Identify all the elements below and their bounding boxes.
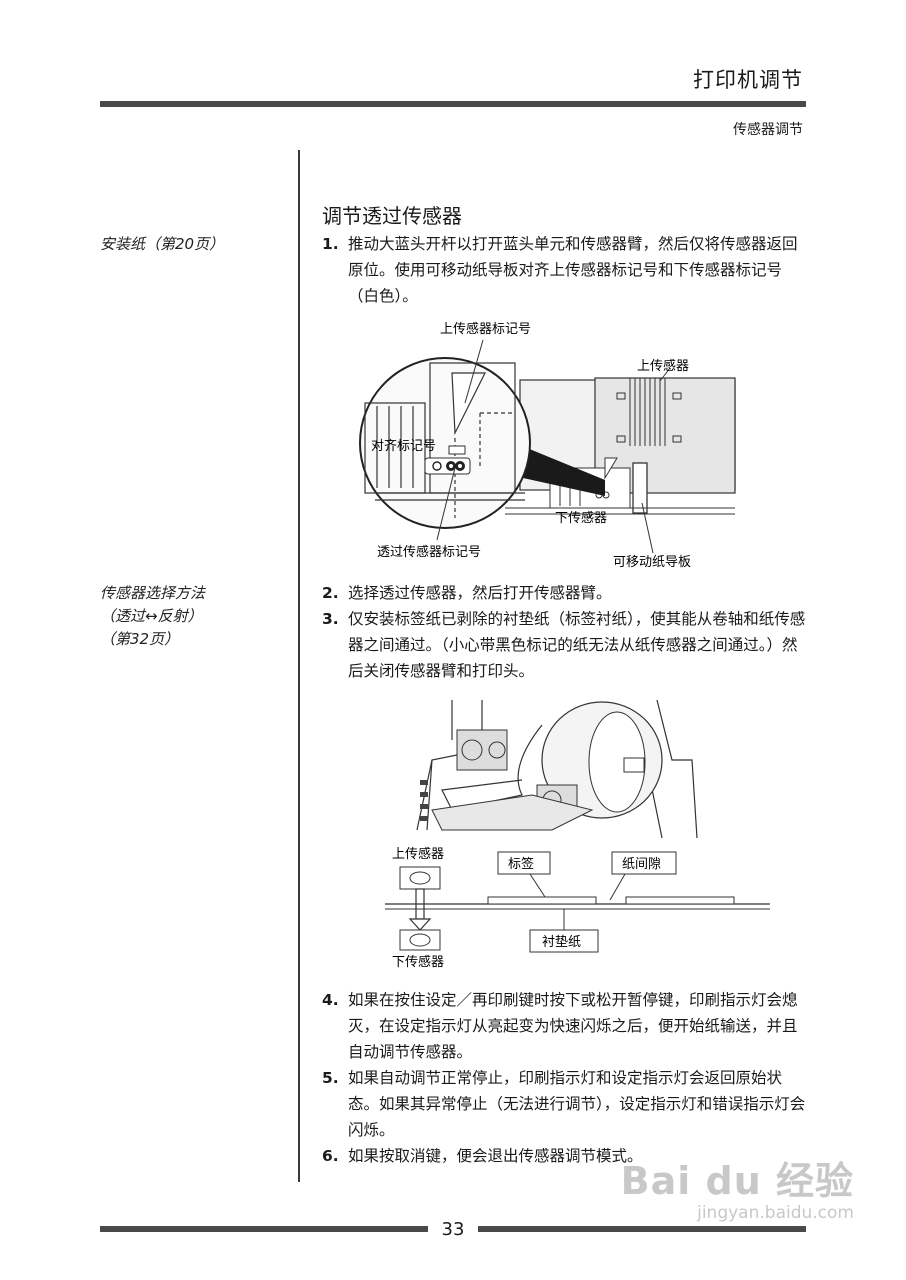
label-paper-gap: 纸间隙 [622,857,661,872]
step-text: 如果按取消键，便会退出传感器调节模式。 [348,1147,643,1165]
label-lower-sensor: 下传感器 [392,954,444,970]
step-text: 如果在按住设定／再印刷键时按下或松开暂停键，印刷指示灯会熄灭，在设定指示灯从亮起… [348,991,798,1061]
section-title: 传感器调节 [733,122,803,138]
label-gap-diagram: 上传感器 下传感器 标签 纸间隙 衬垫纸 [385,846,770,970]
step-number: 5. [322,1069,339,1087]
label-upper-sensor: 上传感器 [392,846,444,862]
step-text: 推动大蓝头开杆以打开蓝头单元和传感器臂，然后仅将传感器返回原位。使用可移动纸导板… [348,235,798,305]
sidebar-note-line: 传感器选择方法 [100,584,206,602]
step-number: 4. [322,991,339,1009]
label-movable-paper-guide: 可移动纸导板 [613,555,691,570]
label-label: 标签 [508,856,534,872]
sidebar-note-sensor-select: 传感器选择方法 （透过↔反射） （第32页） [100,582,205,651]
step-3: 3. 仅安装标签纸已剥除的衬垫纸（标签衬纸），使其能从卷轴和纸传感器之间通过。（… [322,606,808,684]
chapter-title: 打印机调节 [693,68,803,92]
printer-liner-figure [412,700,702,838]
step-2: 2. 选择透过传感器，然后打开传感器臂。 [322,580,808,606]
sidebar-note-line: （第32页） [100,630,180,648]
label-transmission-sensor-mark: 透过传感器标记号 [377,544,481,560]
page-number: 33 [441,1219,465,1240]
step-6: 6. 如果按取消键，便会退出传感器调节模式。 [322,1143,808,1169]
top-rule [100,101,806,107]
step-4: 4. 如果在按住设定／再印刷键时按下或松开暂停键，印刷指示灯会熄灭，在设定指示灯… [322,987,808,1065]
sidebar-note-line: （透过↔反射） [100,607,203,625]
watermark: Bai du 经验 jingyan.baidu.com [621,1150,854,1223]
step-number: 6. [322,1147,339,1165]
step-text: 如果自动调节正常停止，印刷指示灯和设定指示灯会返回原始状态。如果其异常停止（无法… [348,1069,806,1139]
label-upper-sensor-mark: 上传感器标记号 [440,321,531,337]
watermark-url: jingyan.baidu.com [697,1203,854,1223]
step-text: 选择透过传感器，然后打开传感器臂。 [348,584,612,602]
label-liner-paper: 衬垫纸 [542,934,581,950]
label-alignment-mark: 对齐标记号 [371,438,436,454]
label-upper-sensor: 上传感器 [637,358,689,374]
watermark-brand: Bai du 经验 [620,1159,854,1203]
column-divider [298,150,300,1182]
sensor-alignment-figure: 上传感器标记号 上传感器 对齐标记号 下传感器 透过传感器标记号 可移动纸导板 [359,321,736,570]
procedure-heading: 调节透过传感器 [322,204,462,228]
step-number: 1. [322,235,339,253]
step-number: 2. [322,584,339,602]
step-5: 5. 如果自动调节正常停止，印刷指示灯和设定指示灯会返回原始状态。如果其异常停止… [322,1065,808,1143]
bottom-rule-right [478,1226,806,1232]
sidebar-note-install-paper: 安装纸（第20页） [100,235,225,253]
step-number: 3. [322,610,339,628]
step-text: 仅安装标签纸已剥除的衬垫纸（标签衬纸），使其能从卷轴和纸传感器之间通过。（小心带… [348,610,806,680]
bottom-rule-left [100,1226,428,1232]
step-1: 1. 推动大蓝头开杆以打开蓝头单元和传感器臂，然后仅将传感器返回原位。使用可移动… [322,231,808,309]
label-lower-sensor: 下传感器 [555,510,607,526]
